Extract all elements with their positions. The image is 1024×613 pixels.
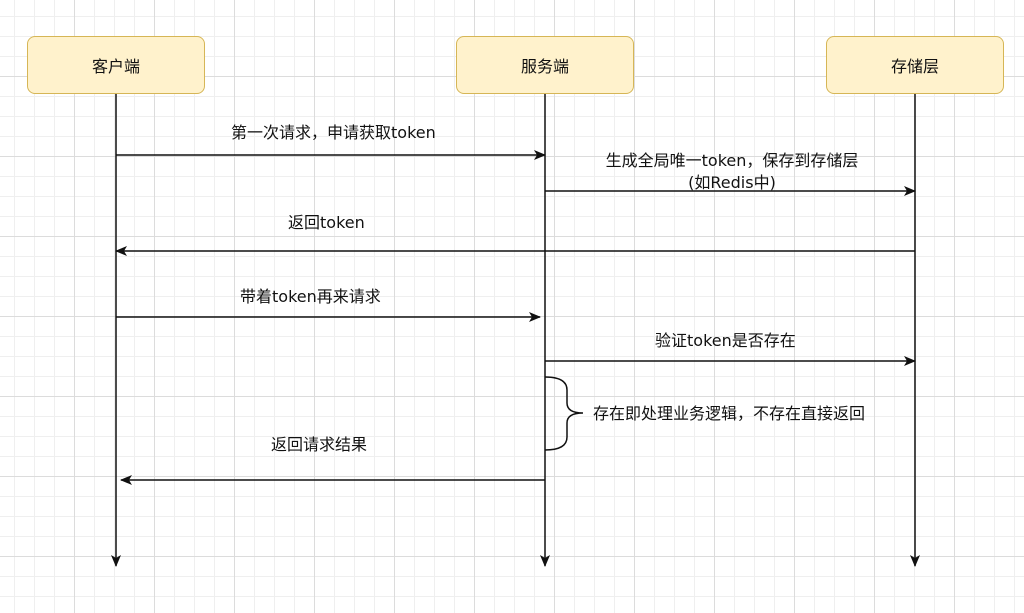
generate-token-label: 生成全局唯一token，保存到存储层 (如Redis中) (580, 150, 884, 194)
process-brace (544, 376, 584, 451)
verify-token-label: 验证token是否存在 (655, 331, 796, 350)
client-actor: 客户端 (27, 36, 205, 94)
first-request-label: 第一次请求，申请获取token (231, 123, 436, 142)
storage-actor-label: 存储层 (890, 57, 939, 76)
generate-token-label-line1: 生成全局唯一token，保存到存储层 (605, 151, 859, 170)
process-note-label: 存在即处理业务逻辑，不存在直接返回 (593, 404, 866, 423)
return-result-label: 返回请求结果 (271, 435, 368, 454)
generate-token-label-line2: (如Redis中) (688, 173, 776, 192)
server-actor-label: 服务端 (520, 57, 569, 76)
client-actor-label: 客户端 (91, 57, 140, 76)
return-token-label: 返回token (288, 213, 365, 232)
request-with-token-label: 带着token再来请求 (240, 287, 381, 306)
storage-actor: 存储层 (826, 36, 1004, 94)
server-actor: 服务端 (456, 36, 634, 94)
